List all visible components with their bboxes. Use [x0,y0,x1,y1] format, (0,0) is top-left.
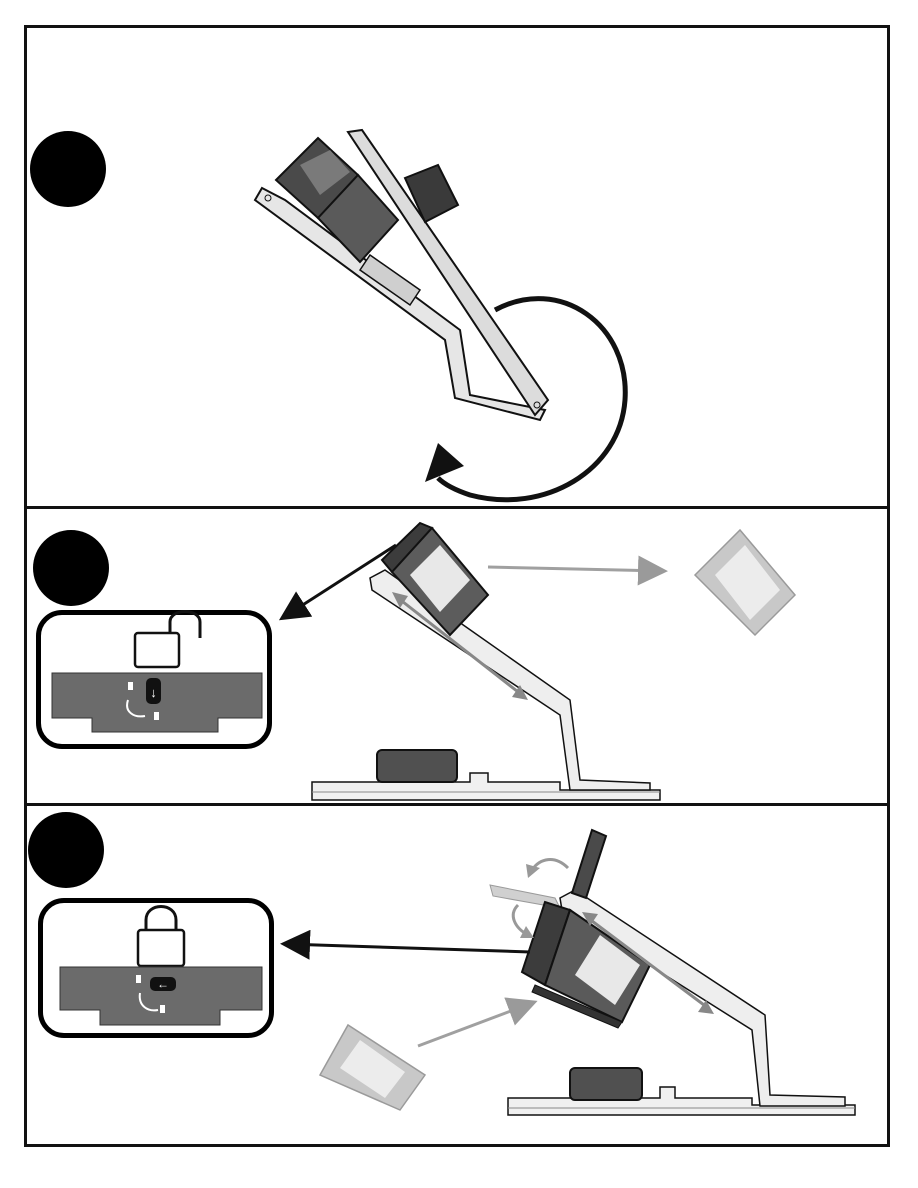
open-padlock-icon [135,612,200,668]
svg-text:←: ← [157,977,169,991]
step-1-assembly-rotated [255,130,548,420]
svg-text:↓: ↓ [150,685,157,700]
step-3-callout-pointer-icon [286,944,530,952]
step-2-detached-carriage [695,530,795,635]
step-3-latch-plate: ← [60,967,262,1025]
step-3-incoming-carriage [320,1025,425,1110]
step-3-assembly [490,830,855,1115]
closed-padlock-icon [138,907,184,967]
step-3-attach-arrow-icon [418,1003,532,1046]
step-2-latch-plate: ↓ [52,673,262,732]
step-2-slide-arrow-icon [488,567,662,571]
